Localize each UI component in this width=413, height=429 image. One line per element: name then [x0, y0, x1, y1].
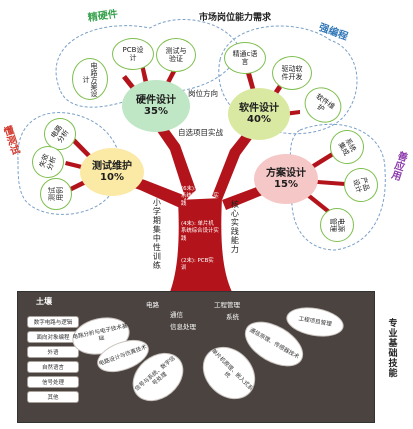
leaf-text: 电路方案设计: [82, 61, 99, 97]
leaf-power-management: 电源管理: [320, 208, 354, 242]
leaf-text: 产品设计: [351, 176, 371, 194]
leaf-circuit-design: 电路方案设计: [72, 58, 108, 100]
practice-4: (4末): 单片机系统综合设计实践: [181, 221, 219, 242]
branch-software-name: 软件设计: [239, 102, 279, 114]
root-label-info: 信息处理: [170, 323, 196, 331]
branch-testing-name: 测试维护: [92, 160, 132, 172]
semester-training-label: 小学期集中性训练: [152, 198, 162, 270]
branch-software: 软件设计 40%: [228, 88, 290, 140]
project-practice-label: 自选项目实战: [178, 128, 223, 137]
leaf-test-cases: 测试用例: [40, 178, 72, 210]
root-label-system: 系统: [226, 313, 239, 321]
branch-testing-percent: 10%: [100, 172, 124, 183]
soil-item: 外语: [27, 346, 79, 358]
leaf-text: 系统集成: [336, 136, 358, 158]
leaf-text: 测试与验证: [165, 46, 187, 63]
professional-skills-label: 专业基础技能: [386, 318, 397, 378]
leaf-text: PCB设计: [122, 45, 144, 62]
soil-item: 数字电路与逻辑: [27, 316, 79, 328]
branch-testing: 测试维护 10%: [80, 148, 144, 196]
leaf-text: 测试用例: [47, 187, 64, 201]
soil-label: 土壤: [36, 297, 52, 306]
trunk: [170, 198, 232, 292]
core-ability-label: 核心实践能力: [230, 200, 240, 254]
root-label-comm: 通信: [170, 311, 183, 319]
leaf-text: 软件维护: [314, 92, 337, 114]
root-label-circuit: 电路: [146, 301, 159, 309]
branch-hardware-name: 硬件设计: [136, 94, 176, 106]
position-direction-label: 岗位方向: [188, 89, 218, 98]
leaf-text: 失效分析: [38, 152, 58, 172]
branch-solution-percent: 15%: [274, 179, 298, 190]
practice-2: (2末): PCB实训: [181, 258, 214, 272]
leaf-text: 电路分析: [49, 123, 71, 145]
root-label-engineering: 工程管理: [214, 301, 240, 309]
leaf-test-verify: 测试与验证: [156, 38, 196, 72]
leaf-text: 电源管理: [329, 218, 346, 232]
leaf-pcb-design: PCB设计: [112, 38, 154, 70]
leaf-text: 精通c语言: [232, 49, 258, 66]
soil-item: 其他: [27, 391, 79, 403]
branch-software-percent: 40%: [247, 114, 271, 125]
practice-6: (6末): 嵌入式系统综合设计实践: [181, 186, 219, 207]
branch-hardware: 硬件设计 35%: [122, 80, 190, 132]
leaf-driver-dev: 驱动软件开发: [272, 56, 312, 90]
page-title: 市场岗位能力需求: [199, 13, 272, 23]
testing-domain-border: [17, 112, 121, 215]
leaf-c-language: 精通c语言: [224, 42, 266, 74]
branch-solution-name: 方案设计: [266, 167, 306, 179]
leaf-text: 驱动软件开发: [281, 64, 303, 81]
soil-item: 自然语言: [27, 361, 79, 373]
soil-item: 信号处理: [27, 376, 79, 388]
soil-item: 面向对象编程: [27, 331, 79, 343]
branch-solution: 方案设计 15%: [254, 154, 318, 204]
branch-hardware-percent: 35%: [144, 106, 168, 117]
